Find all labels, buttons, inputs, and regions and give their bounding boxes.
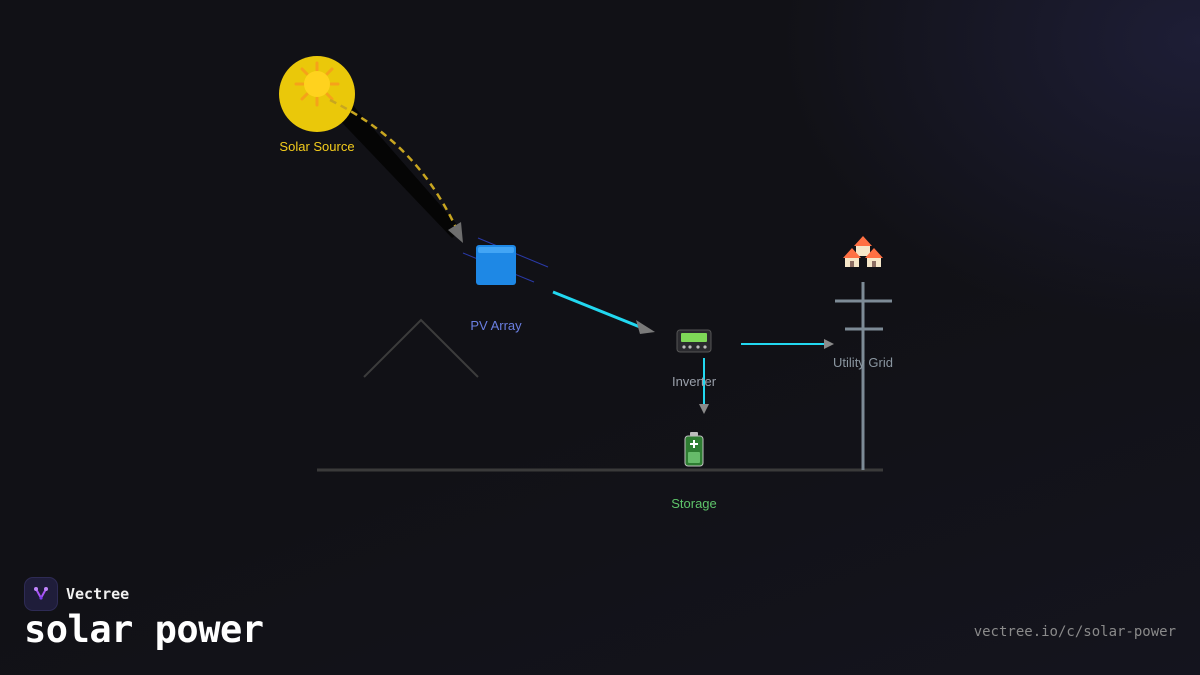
vectree-logo-icon [24, 577, 58, 611]
inverter-shape [676, 329, 712, 353]
houses-shape [843, 236, 883, 267]
brand-name: Vectree [66, 585, 130, 603]
sunbeam-shadow [330, 102, 462, 238]
node-label-storage: Storage [671, 496, 717, 511]
node-label-inverter: Inverter [671, 374, 717, 389]
solar-panel-highlight [478, 247, 514, 253]
node-label-grid: Utility Grid [833, 355, 893, 370]
roof-outline [363, 318, 479, 378]
flow-pv-to-inverter-arrowhead [636, 320, 655, 334]
sun-rays [294, 61, 340, 107]
solar-panel-shape [476, 245, 516, 285]
sun-core [304, 71, 330, 97]
node-label-sun: Solar Source [279, 139, 355, 154]
battery-shape [684, 432, 704, 467]
utility-pole-shape [835, 282, 892, 470]
page-title: solar power [24, 608, 264, 651]
flow-sun-to-pv-arrowhead [448, 222, 463, 243]
source-url[interactable]: vectree.io/c/solar-power [973, 624, 1176, 640]
flow-sun-to-pv [329, 98, 462, 237]
brand: Vectree [24, 577, 129, 611]
flow-pv-to-inverter [552, 290, 641, 329]
node-label-pv: PV Array [470, 318, 522, 333]
